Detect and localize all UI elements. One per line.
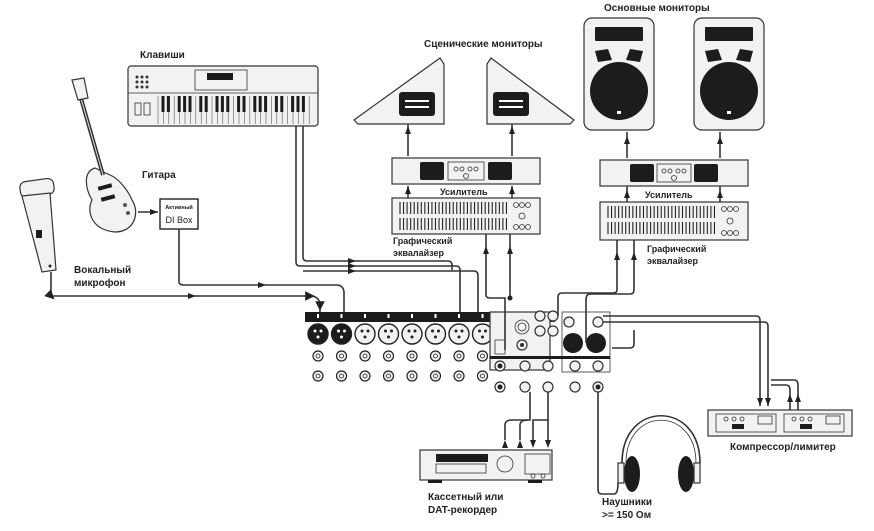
cable-insert-to-compressor — [603, 315, 761, 406]
main-amplifier — [599, 159, 749, 187]
mixer-channel — [377, 314, 400, 382]
cassette-dat-recorder — [419, 449, 553, 483]
cable-recorder-out — [532, 392, 549, 440]
recorder-label-1: Кассетный или — [428, 492, 503, 503]
mixer-channel — [424, 314, 447, 382]
stage-monitor-left — [353, 57, 445, 125]
keyboard-label: Клавиши — [140, 50, 185, 61]
cable-mic-to-ch1 — [44, 272, 325, 312]
signal-cables — [44, 124, 801, 495]
cable-main-to-eq — [557, 240, 618, 316]
main-monitor-left — [583, 17, 655, 131]
stage-graphic-eq — [391, 197, 541, 235]
vocal-mic-label-2: микрофон — [74, 277, 126, 289]
stage-monitor-right — [486, 57, 575, 125]
cable-aux-to-stage-eq — [485, 234, 506, 350]
stage-eq-label-1: Графический — [393, 236, 452, 246]
keyboard — [127, 65, 319, 127]
cable-headphones — [597, 392, 619, 495]
guitar — [71, 77, 137, 233]
main-eq-label-2: эквалайзер — [647, 256, 699, 266]
cable-keyboard-left — [295, 126, 461, 312]
di-box-label-top: Активный — [165, 204, 193, 211]
vocal-mic-label-1: Вокальный — [74, 265, 131, 276]
main-monitor-right — [693, 17, 765, 131]
mixer-channel — [448, 314, 470, 382]
mixer-channel — [401, 314, 423, 382]
mixer — [305, 310, 611, 393]
guitar-label: Гитара — [142, 170, 176, 181]
compressor-label: Компрессор/лимитер — [730, 442, 836, 453]
headphones-label-2: >= 150 Ом — [602, 510, 651, 521]
main-monitors-label: Основные мониторы — [604, 3, 710, 14]
mixer-channel — [330, 314, 353, 382]
main-eq-label-1: Графический — [647, 244, 706, 254]
di-box — [159, 198, 199, 230]
main-amplifier-label: Усилитель — [645, 190, 693, 200]
headphones — [617, 415, 701, 492]
cable-recorder-in — [504, 392, 531, 440]
headphones-label-1: Наушники — [602, 497, 652, 508]
stage-amplifier-label: Усилитель — [440, 187, 488, 197]
stage-monitors-label: Сценические мониторы — [424, 39, 543, 50]
stage-amplifier — [391, 157, 541, 185]
recorder-label-2: DAT-рекордер — [428, 505, 497, 516]
mixer-channel — [354, 314, 376, 382]
cable-keyboard-right — [302, 126, 453, 270]
keyboard-keys — [157, 96, 310, 124]
vocal-microphone — [19, 177, 57, 273]
main-graphic-eq — [599, 201, 749, 241]
mixer-channel — [307, 314, 329, 382]
di-box-label-bottom: DI Box — [165, 215, 193, 225]
stage-eq-label-2: эквалайзер — [393, 248, 445, 258]
compressor-limiter — [707, 409, 853, 437]
